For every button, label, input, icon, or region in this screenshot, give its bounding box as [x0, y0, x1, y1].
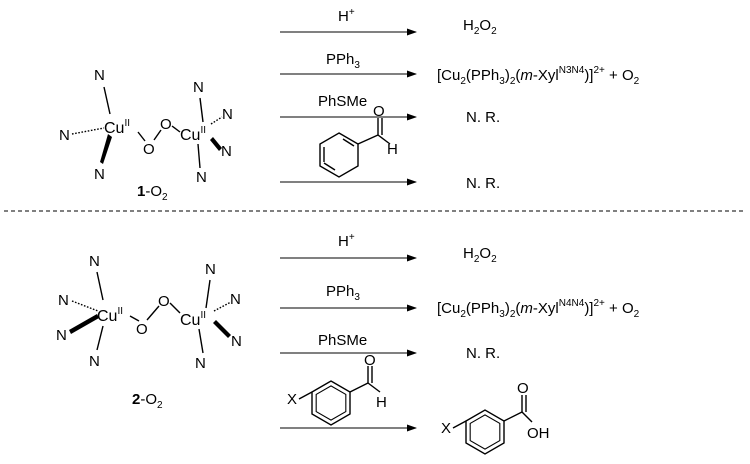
copper-atom: CuII — [180, 310, 206, 329]
atom-x: X — [287, 391, 297, 408]
bond — [197, 143, 201, 169]
benzaldehyde-structure: O H — [319, 103, 398, 178]
bond — [357, 134, 379, 145]
reagent-pph3: PPh3 — [326, 51, 360, 71]
reagent-pph3: PPh3 — [326, 283, 360, 303]
atom-o: O — [160, 116, 172, 133]
product-cu-complex-1: [Cu2(PPh3)2(m-XylN3N4)]2+ + O2 — [437, 65, 640, 87]
atom-n: N — [89, 353, 100, 370]
bond — [199, 97, 204, 123]
benzene-ring — [465, 409, 505, 455]
atom-x: X — [441, 420, 451, 437]
atom-o: O — [143, 141, 155, 158]
atom-n: N — [230, 291, 241, 308]
atom-oh: OH — [527, 425, 550, 442]
hashed-bond — [71, 300, 99, 312]
atom-n: N — [195, 355, 206, 372]
wedge-bond — [213, 320, 231, 338]
substituted-benzoic-acid-structure: X O OH — [441, 380, 550, 455]
bond — [323, 162, 336, 171]
copper-atom: CuII — [180, 125, 206, 144]
bond — [521, 411, 533, 423]
wedge-bond — [100, 134, 112, 164]
atom-n: N — [94, 166, 105, 183]
product-h2o2: H2O2 — [463, 17, 497, 37]
benzene-ring-inner — [469, 414, 501, 450]
atom-o: O — [136, 321, 148, 338]
reagent-phsme: PhSMe — [318, 332, 367, 349]
bond — [146, 305, 160, 321]
bond — [169, 302, 181, 314]
atom-h: H — [387, 141, 398, 158]
reagent-acid: H+ — [338, 7, 355, 25]
atom-o: O — [517, 380, 529, 397]
hashed-bond — [71, 127, 105, 135]
atom-n: N — [58, 292, 69, 309]
atom-h: H — [376, 394, 387, 411]
bond — [367, 382, 381, 393]
atom-n: N — [196, 169, 207, 186]
wedge-bond — [69, 314, 99, 334]
atom-o: O — [158, 293, 170, 310]
bond — [129, 315, 140, 322]
atom-n: N — [59, 127, 70, 144]
atom-n: N — [56, 327, 67, 344]
atom-n: N — [221, 143, 232, 160]
bond — [452, 420, 467, 429]
product-no-reaction: N. R. — [466, 345, 500, 362]
hashed-bond — [210, 116, 223, 125]
copper-atom: CuII — [97, 306, 123, 325]
atom-n: N — [205, 261, 216, 278]
benzene-ring — [311, 380, 351, 426]
bond — [349, 382, 369, 393]
atom-n: N — [231, 333, 242, 350]
benzene-ring-inner — [315, 385, 347, 421]
wedge-bond — [210, 137, 222, 151]
bond — [503, 411, 523, 422]
atom-n: N — [193, 79, 204, 96]
atom-o: O — [364, 352, 376, 369]
bond — [96, 325, 104, 351]
bond — [96, 271, 104, 301]
benzene-ring — [319, 132, 359, 178]
copper-atom: CuII — [104, 118, 130, 137]
compound-2-label: 2-O2 — [132, 391, 163, 411]
bond — [103, 86, 111, 115]
product-h2o2: H2O2 — [463, 245, 497, 265]
bond — [342, 138, 355, 147]
bond — [171, 125, 181, 133]
hashed-bond — [213, 301, 232, 312]
substituted-benzaldehyde-structure: X O H — [287, 352, 387, 426]
bond — [153, 129, 162, 141]
atom-n: N — [94, 67, 105, 84]
product-no-reaction: N. R. — [466, 109, 500, 126]
reagent-phsme: PhSMe — [318, 93, 367, 110]
atom-o: O — [373, 103, 385, 120]
compound-1-o2-structure: N N N CuII O O CuII N N N N — [59, 67, 233, 186]
bond — [377, 134, 391, 145]
product-no-reaction: N. R. — [466, 175, 500, 192]
bond — [198, 328, 204, 354]
bond — [298, 391, 313, 400]
atom-n: N — [89, 253, 100, 270]
compound-1-label: 1-O2 — [137, 183, 168, 203]
bond — [137, 131, 146, 142]
compound-2-o2-structure: N N N CuII N O O CuII N N N N — [56, 253, 242, 372]
bond — [205, 279, 211, 309]
reagent-acid: H+ — [338, 232, 355, 250]
atom-n: N — [222, 106, 233, 123]
product-cu-complex-2: [Cu2(PPh3)2(m-XylN4N4)]2+ + O2 — [437, 298, 640, 320]
